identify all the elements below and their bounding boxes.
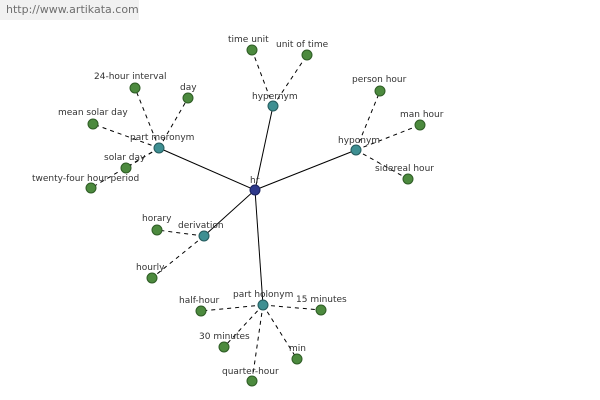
node-quarter-hour[interactable] (246, 375, 258, 387)
node-label-hypernym[interactable]: hypernym (252, 92, 298, 102)
node-label-30-minutes[interactable]: 30 minutes (199, 332, 250, 342)
edge-part-holonym-min (262, 304, 298, 360)
edge-hypernym-time-unit (251, 49, 274, 107)
node-label-twenty-four-hour-period[interactable]: twenty-four hour period (32, 174, 139, 184)
node-label-15-minutes[interactable]: 15 minutes (296, 295, 347, 305)
node-half-hour[interactable] (195, 305, 207, 317)
node-label-hyponym[interactable]: hyponym (338, 136, 380, 146)
edge-hr-part-meronym (158, 147, 256, 191)
node-label-time-unit[interactable]: time unit (228, 35, 269, 45)
node-15-minutes[interactable] (315, 304, 327, 316)
edge-part-meronym-mean-solar-day (92, 123, 160, 149)
label-layer: hr hypernym time unit unit of time hyponym pe… (32, 35, 444, 377)
node-label-part-holonym[interactable]: part holonym (233, 290, 293, 300)
node-min[interactable] (291, 353, 303, 365)
node-label-horary[interactable]: horary (142, 214, 172, 224)
node-label-day[interactable]: day (180, 83, 197, 93)
node-label-quarter-hour[interactable]: quarter-hour (222, 367, 279, 377)
node-24-hour-interval[interactable] (129, 82, 141, 94)
node-hr[interactable] (249, 184, 261, 196)
node-unit-of-time[interactable] (301, 49, 313, 61)
node-label-hr[interactable]: hr (250, 176, 260, 186)
node-part-holonym[interactable] (257, 299, 269, 311)
node-label-half-hour[interactable]: half-hour (179, 296, 220, 306)
edge-hyponym-man-hour (355, 124, 421, 151)
node-label-person-hour[interactable]: person hour (352, 75, 407, 85)
edge-derivation-hourly (151, 235, 205, 279)
node-layer (85, 44, 426, 387)
edge-hr-hyponym (254, 149, 357, 191)
node-label-24-hour-interval[interactable]: 24-hour interval (94, 72, 167, 82)
node-label-unit-of-time[interactable]: unit of time (276, 40, 329, 50)
watermark-url: http://www.artikata.com (0, 0, 139, 20)
node-30-minutes[interactable] (218, 341, 230, 353)
node-hourly[interactable] (146, 272, 158, 284)
edge-hypernym-unit-of-time (272, 54, 308, 107)
edge-part-meronym-day (158, 97, 189, 149)
node-label-derivation[interactable]: derivation (178, 221, 224, 231)
edge-hr-hypernym (254, 105, 274, 191)
edge-part-holonym-15-minutes (262, 304, 322, 311)
node-time-unit[interactable] (246, 44, 258, 56)
node-label-sidereal-hour[interactable]: sidereal hour (375, 164, 434, 174)
node-sidereal-hour[interactable] (402, 173, 414, 185)
node-person-hour[interactable] (374, 85, 386, 97)
node-day[interactable] (182, 92, 194, 104)
node-twenty-four-hour-period[interactable] (85, 182, 97, 194)
edge-part-holonym-half-hour (200, 304, 264, 312)
node-hyponym[interactable] (350, 144, 362, 156)
node-solar-day[interactable] (120, 162, 132, 174)
edge-part-meronym-24-hour-interval (134, 87, 160, 149)
node-label-mean-solar-day[interactable]: mean solar day (58, 108, 128, 118)
node-horary[interactable] (151, 224, 163, 236)
node-mean-solar-day[interactable] (87, 118, 99, 130)
node-derivation[interactable] (198, 230, 210, 242)
node-hypernym[interactable] (267, 100, 279, 112)
node-label-min[interactable]: min (289, 344, 306, 354)
node-label-solar-day[interactable]: solar day (104, 153, 146, 163)
edge-part-holonym-30-minutes (223, 304, 264, 348)
node-label-hourly[interactable]: hourly (136, 263, 165, 273)
node-part-meronym[interactable] (153, 142, 165, 154)
edge-hr-derivation (203, 189, 256, 237)
edge-hr-part-holonym (254, 189, 264, 306)
node-man-hour[interactable] (414, 119, 426, 131)
edge-hyponym-person-hour (355, 90, 381, 151)
edge-hyponym-sidereal-hour (355, 149, 409, 180)
node-label-part-meronym[interactable]: part meronym (130, 133, 194, 143)
node-label-man-hour[interactable]: man hour (400, 110, 444, 120)
edge-part-meronym-twenty-four-hour-period (90, 147, 160, 189)
edge-layer (90, 49, 421, 382)
